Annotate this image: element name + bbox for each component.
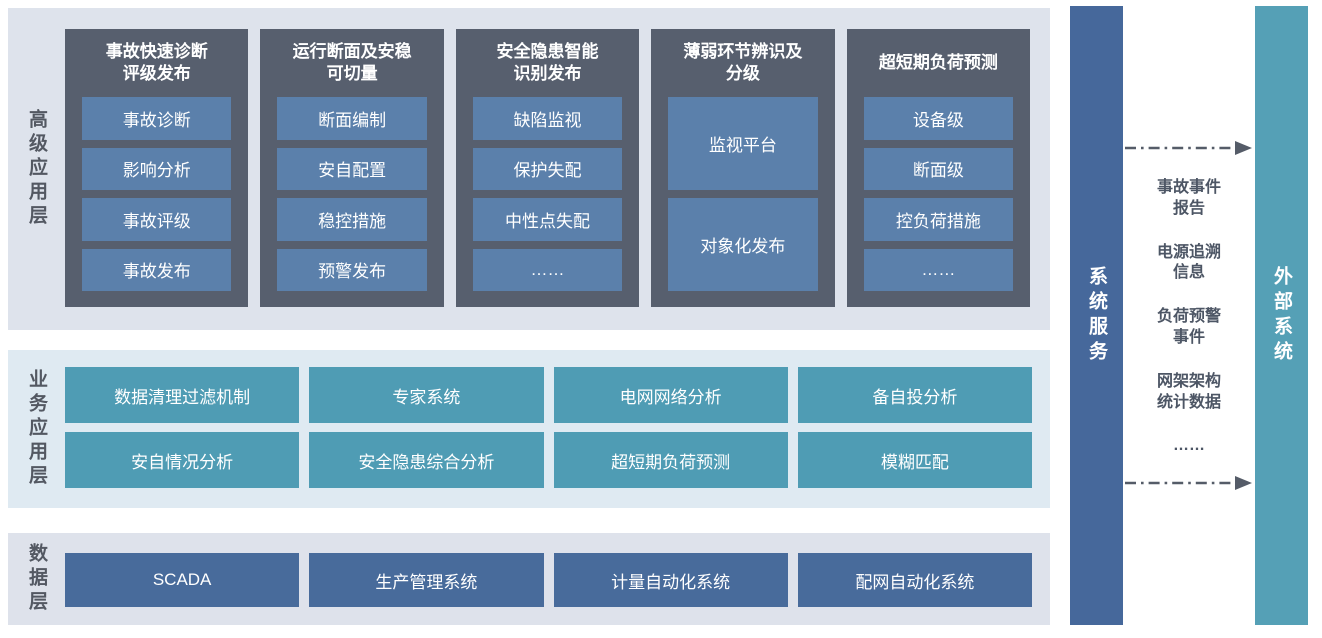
business-application-grid: 数据清理过滤机制 专家系统 电网网络分析 备自投分析 安自情况分析 安全隐患综合… <box>65 367 1032 488</box>
column-operation-section-stability: 运行断面及安稳 可切量 断面编制 安自配置 稳控措施 预警发布 <box>260 29 444 307</box>
advanced-application-columns: 事故快速诊断 评级发布 事故诊断 影响分析 事故评级 事故发布 运行断面及安稳 … <box>65 29 1031 307</box>
exchange-item-grid-structure-statistics: 网架架构 统计数据 <box>1156 372 1221 411</box>
layer-label-business-application: 业务应用层 <box>26 369 47 489</box>
data-box-scada: SCADA <box>65 553 300 607</box>
column-ultra-short-term-load-forecast: 超短期负荷预测 设备级 断面级 控负荷措施 …… <box>846 29 1031 307</box>
column-title: 超短期负荷预测 <box>878 52 998 72</box>
column-weak-link-identification: 薄弱环节辨识及 分级 监视平台 对象化发布 <box>651 29 835 307</box>
biz-box-expert-system: 专家系统 <box>309 367 544 423</box>
data-box-distribution-automation-system: 配网自动化系统 <box>797 553 1032 607</box>
exchange-item-power-source-trace-info: 电源追溯 信息 <box>1156 243 1221 282</box>
layer-label-data: 数据层 <box>26 543 47 615</box>
layer-advanced-application: 高级应用层 事故快速诊断 评级发布 事故诊断 影响分析 事故评级 事故发布 运行… <box>8 8 1050 330</box>
item-box: 监视平台 <box>668 97 818 190</box>
column-hidden-danger-identification: 安全隐患智能 识别发布 缺陷监视 保护失配 中性点失配 …… <box>455 29 640 307</box>
layer-business-application: 业务应用层 数据清理过滤机制 专家系统 电网网络分析 备自投分析 安自情况分析 … <box>8 350 1050 508</box>
column-title: 安全隐患智能 识别发布 <box>496 41 599 83</box>
biz-box-security-auto-status-analysis: 安自情况分析 <box>65 432 300 488</box>
item-box: 稳控措施 <box>277 198 427 241</box>
external-system-bar: 外部系统 <box>1255 6 1308 625</box>
item-box-ellipsis: …… <box>472 248 623 291</box>
item-box: 影响分析 <box>82 147 232 190</box>
biz-box-data-cleaning-filter: 数据清理过滤机制 <box>65 367 300 423</box>
exchange-items: 事故事件 报告 电源追溯 信息 负荷预警 事件 网架架构 统计数据 …… <box>1123 178 1255 457</box>
exchange-item-accident-event-report: 事故事件 报告 <box>1156 179 1221 217</box>
item-box: 对象化发布 <box>668 198 818 291</box>
item-box: 中性点失配 <box>472 198 623 241</box>
column-accident-diagnosis-rating: 事故快速诊断 评级发布 事故诊断 影响分析 事故评级 事故发布 <box>65 29 249 307</box>
exchange-item-load-warning-event: 负荷预警 事件 <box>1156 308 1221 346</box>
biz-box-backup-auto-switch-analysis: 备自投分析 <box>797 367 1032 423</box>
column-items: 设备级 断面级 控负荷措施 …… <box>863 97 1014 291</box>
column-items: 事故诊断 影响分析 事故评级 事故发布 <box>82 97 232 291</box>
biz-box-hidden-danger-comprehensive-analysis: 安全隐患综合分析 <box>309 432 544 488</box>
biz-box-grid-network-analysis: 电网网络分析 <box>553 367 788 423</box>
item-box: 事故诊断 <box>82 97 232 140</box>
item-box: 事故发布 <box>82 248 232 291</box>
flow-arrow-icon <box>1125 141 1252 155</box>
column-items: 断面编制 安自配置 稳控措施 预警发布 <box>277 97 427 291</box>
data-layer-grid: SCADA 生产管理系统 计量自动化系统 配网自动化系统 <box>65 553 1032 607</box>
item-box: 断面编制 <box>277 97 427 140</box>
data-box-metering-automation-system: 计量自动化系统 <box>553 553 788 607</box>
system-service-bar: 系统服务 <box>1070 6 1123 625</box>
layer-label-advanced-application: 高级应用层 <box>26 109 47 229</box>
column-items: 监视平台 对象化发布 <box>668 97 818 291</box>
biz-box-fuzzy-matching: 模糊匹配 <box>797 432 1032 488</box>
item-box: 保护失配 <box>472 147 623 190</box>
exchange-column: 事故事件 报告 电源追溯 信息 负荷预警 事件 网架架构 统计数据 …… <box>1123 6 1255 625</box>
item-box: 预警发布 <box>277 248 427 291</box>
column-items: 缺陷监视 保护失配 中性点失配 …… <box>472 97 623 291</box>
column-title: 事故快速诊断 评级发布 <box>105 41 208 83</box>
item-box: 安自配置 <box>277 147 427 190</box>
item-box: 断面级 <box>863 147 1014 190</box>
item-box-ellipsis: …… <box>863 248 1014 291</box>
layer-data: 数据层 SCADA 生产管理系统 计量自动化系统 配网自动化系统 <box>8 533 1050 625</box>
item-box: 设备级 <box>863 97 1014 140</box>
biz-box-ultra-short-term-load-forecast: 超短期负荷预测 <box>553 432 788 488</box>
exchange-item-ellipsis: …… <box>1173 437 1205 455</box>
flow-arrow-icon <box>1125 476 1252 490</box>
item-box: 事故评级 <box>82 198 232 241</box>
data-box-production-management-system: 生产管理系统 <box>309 553 544 607</box>
column-title: 薄弱环节辨识及 分级 <box>683 41 803 83</box>
item-box: 缺陷监视 <box>472 97 623 140</box>
column-title: 运行断面及安稳 可切量 <box>292 41 412 83</box>
item-box: 控负荷措施 <box>863 198 1014 241</box>
